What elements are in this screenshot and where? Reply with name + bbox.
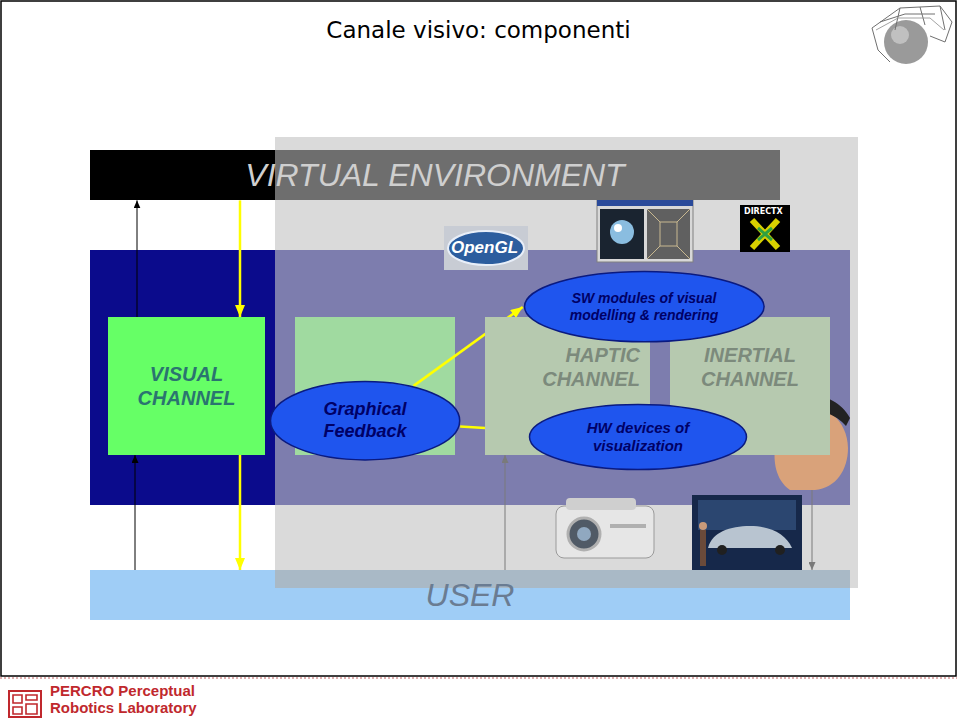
node-label: INERTIAL CHANNEL bbox=[685, 343, 815, 391]
node-label: Graphical Feedback bbox=[304, 399, 426, 442]
overlay-panel bbox=[275, 137, 858, 588]
logo-text: DIRECTX bbox=[744, 207, 783, 216]
node-label: SW modules of visual modelling & renderi… bbox=[559, 290, 729, 324]
flow-arrow bbox=[137, 200, 138, 317]
logo-text: OpenGL bbox=[451, 238, 518, 258]
user-band: USER bbox=[90, 570, 850, 620]
hardware-ellipse: HW devices of visualization bbox=[528, 403, 748, 471]
footer-rule bbox=[0, 678, 957, 679]
node-label: USER bbox=[426, 576, 515, 614]
software-ellipse: SW modules of visual modelling & renderi… bbox=[523, 270, 766, 343]
ellipse-shape bbox=[524, 272, 764, 342]
lab-logo bbox=[9, 691, 41, 717]
feedback-ellipse: Graphical Feedback bbox=[269, 380, 461, 461]
flow-arrow bbox=[505, 455, 506, 570]
ellipse-shape bbox=[530, 405, 747, 470]
ellipse-shape bbox=[270, 382, 459, 460]
node-label: HAPTIC CHANNEL bbox=[530, 343, 640, 391]
node-label: VISUAL CHANNEL bbox=[117, 362, 257, 410]
channel-box: VISUAL CHANNEL bbox=[108, 317, 265, 455]
graphics-library-logo bbox=[444, 226, 528, 270]
haptic-hand-icon bbox=[872, 6, 952, 64]
node-label: VIRTUAL ENVIRONMENT bbox=[245, 156, 624, 194]
lab-name: PERCRO Perceptual Robotics Laboratory bbox=[50, 682, 222, 716]
flow-arrow bbox=[239, 200, 242, 317]
slide-frame bbox=[1, 1, 956, 676]
render-screenshot bbox=[597, 200, 693, 262]
virtual-car-scene bbox=[692, 495, 802, 571]
flow-arrow bbox=[239, 455, 242, 570]
video-projector bbox=[556, 498, 654, 558]
node-label: HW devices of visualization bbox=[572, 419, 704, 455]
environment-band: VIRTUAL ENVIRONMENT bbox=[90, 150, 780, 200]
slide-title: Canale visivo: componenti bbox=[0, 17, 957, 43]
flow-arrow bbox=[135, 455, 136, 570]
graphics-api-logo bbox=[740, 205, 790, 252]
